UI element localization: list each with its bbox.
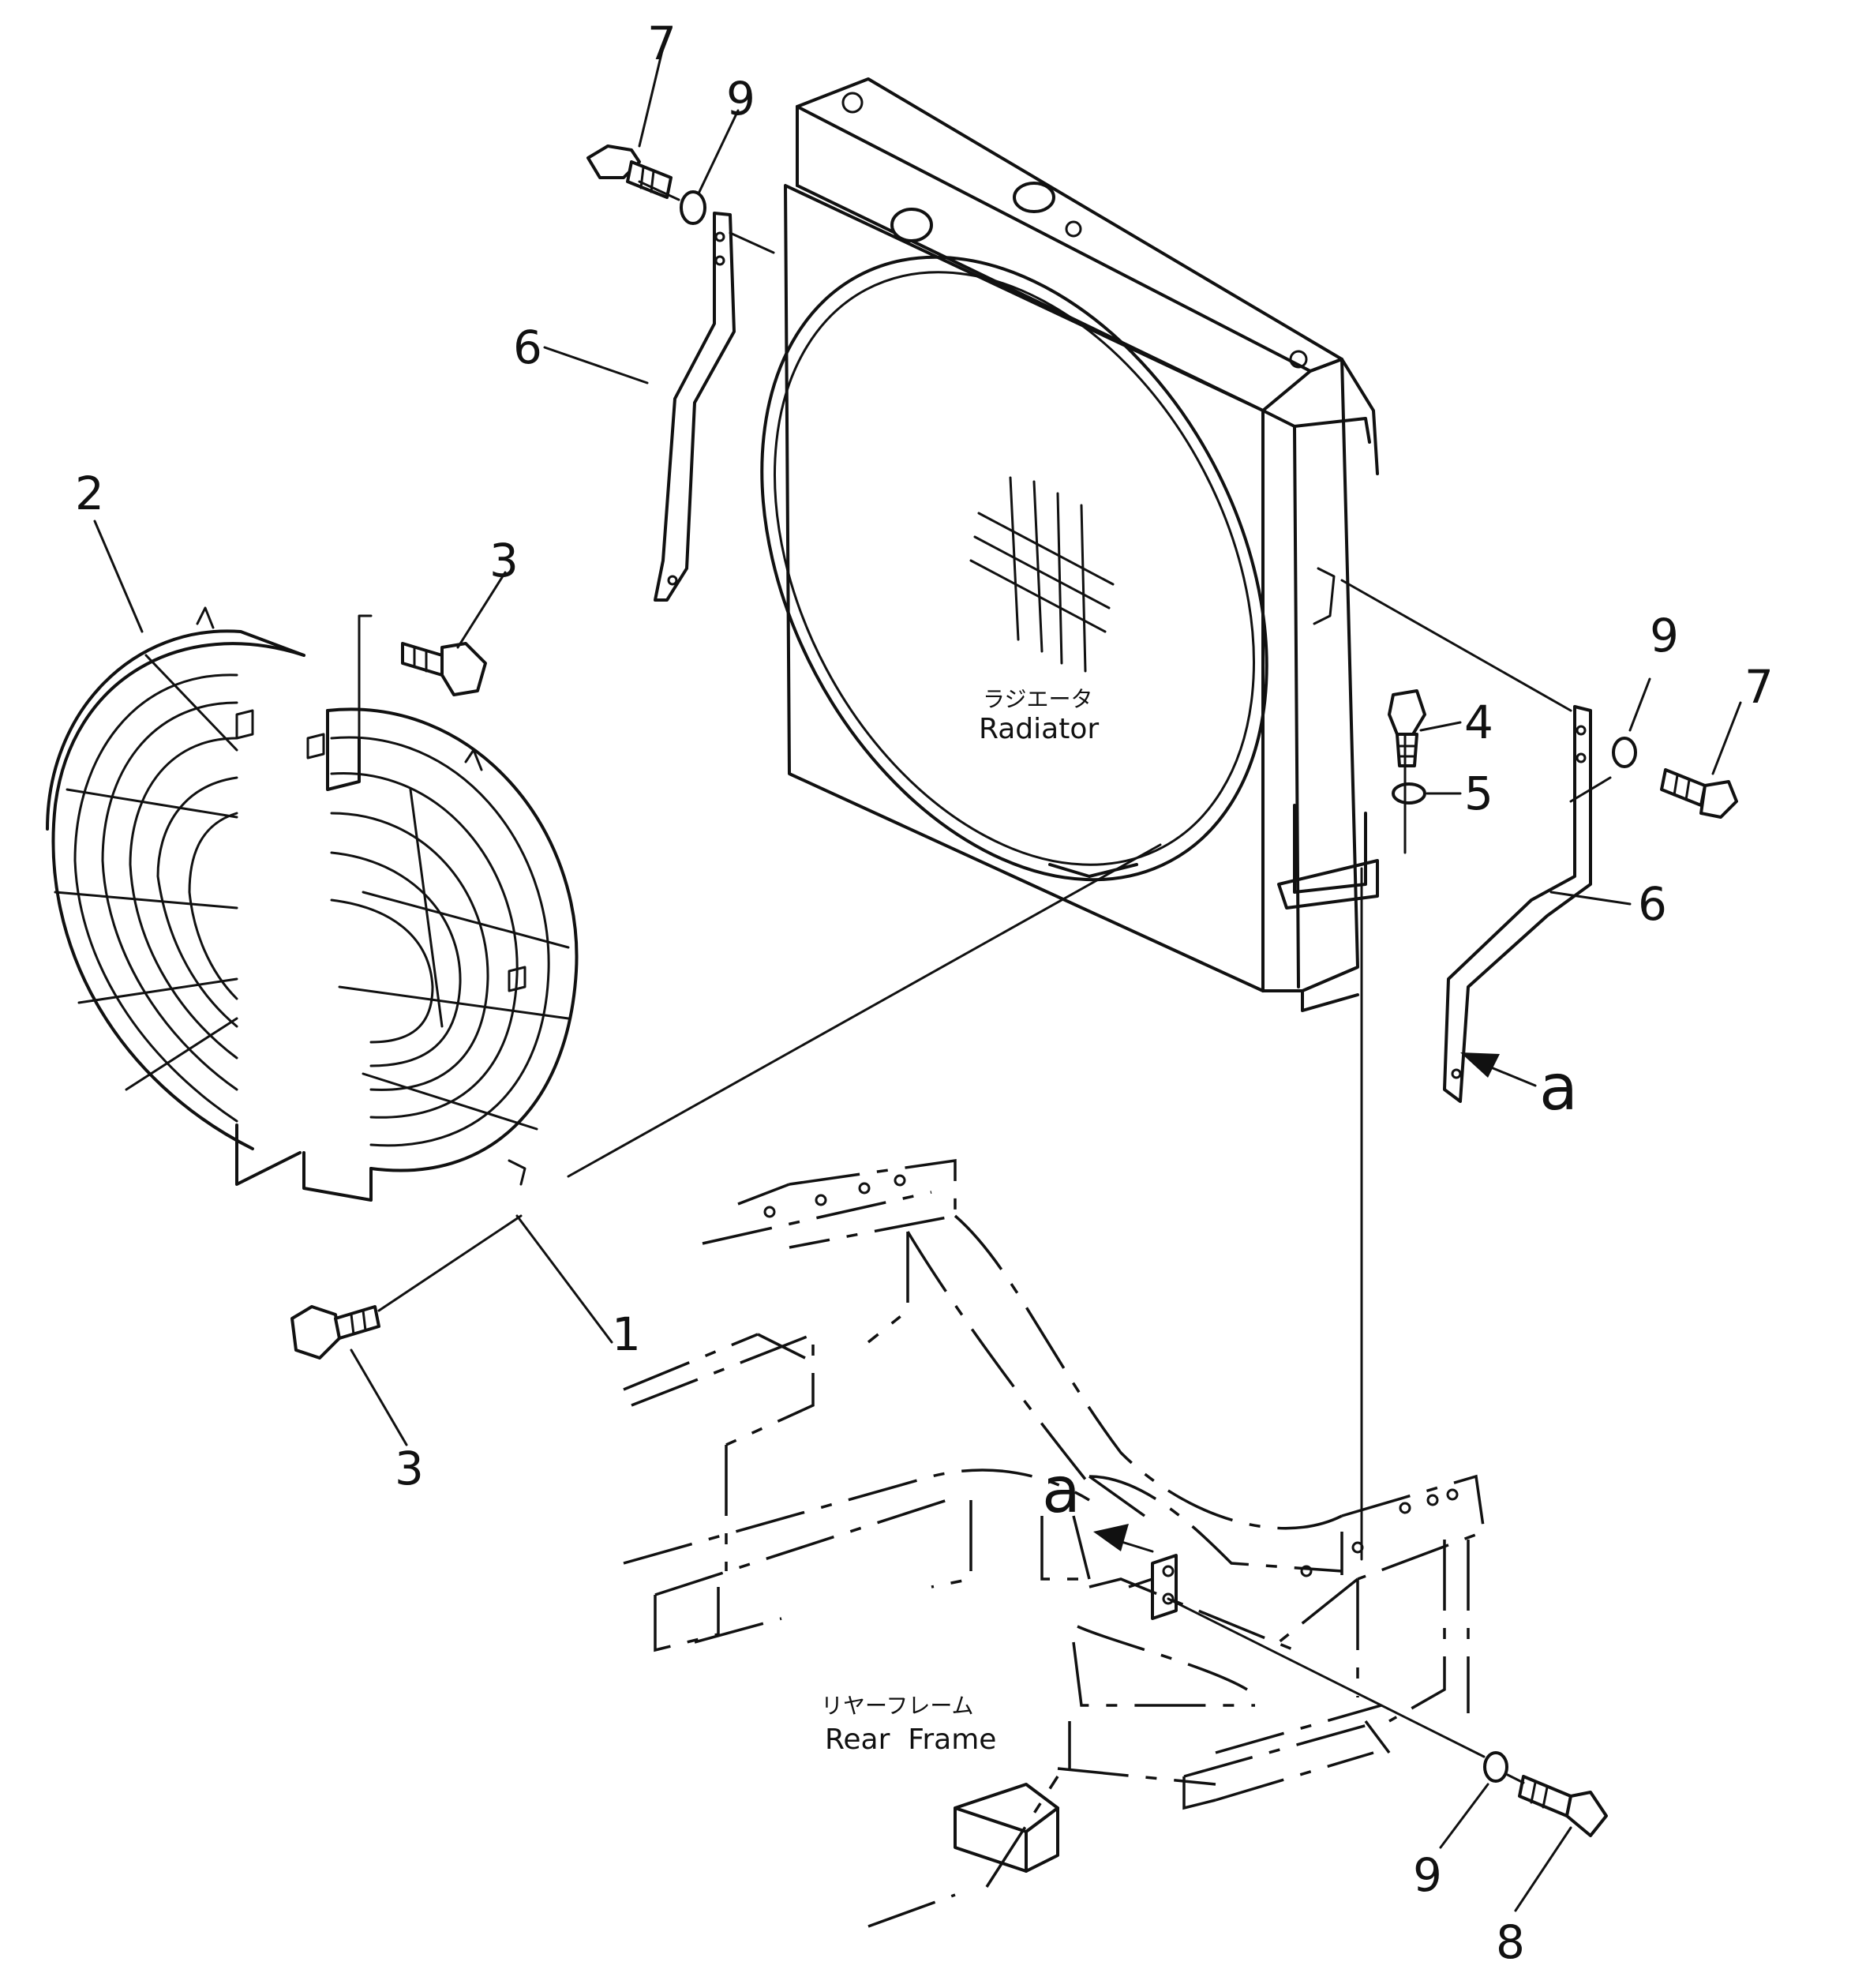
stay-right [1443,705,1592,1103]
bolt-7-left [586,144,673,199]
radiator-jp-label: ラジエータ [983,686,1092,712]
rear-frame-label: Rear Frame [825,1724,996,1756]
bolt-8 [1518,1775,1608,1837]
guide-lines [358,180,1612,1784]
callout-1: 1 [612,1307,641,1361]
bolt-3-top [401,642,487,696]
fan-guard [46,606,579,1202]
leader-lines [93,46,1742,1912]
bolt-3-bottom [290,1305,380,1360]
callout-2: 2 [75,467,104,520]
washer-9-top [680,190,706,225]
callout-a-right: a [1539,1051,1578,1124]
radiator-label: Radiator [979,713,1099,745]
bolt-7-right [1660,768,1738,819]
callout-6-left: 6 [513,321,542,374]
callout-4: 4 [1464,696,1493,749]
washer-5 [1392,782,1426,805]
callouts: 7 9 6 2 3 9 7 4 5 6 a 1 3 a 9 8 [75,17,1774,1969]
rear-frame-jp-label: リヤーフレーム [821,1693,973,1719]
callout-9-right: 9 [1650,609,1679,662]
callout-3-bottom: 3 [395,1442,424,1495]
washer-9-bottom [1483,1751,1508,1783]
stay-left [654,212,736,602]
callout-9-top: 9 [726,72,755,126]
callout-9-bottom: 9 [1413,1848,1442,1902]
callout-3-top: 3 [489,534,519,587]
callout-7-left: 7 [647,17,676,70]
callout-a-frame: a [1042,1453,1081,1527]
radiator [760,77,1379,1012]
callout-7-right: 7 [1744,660,1774,714]
frame-blocks [763,1174,1459,1873]
callout-5: 5 [1464,767,1493,820]
callout-6-right: 6 [1638,877,1667,931]
bolt-4 [1388,689,1426,767]
washer-9-right [1612,737,1637,768]
callout-8: 8 [1496,1915,1525,1969]
